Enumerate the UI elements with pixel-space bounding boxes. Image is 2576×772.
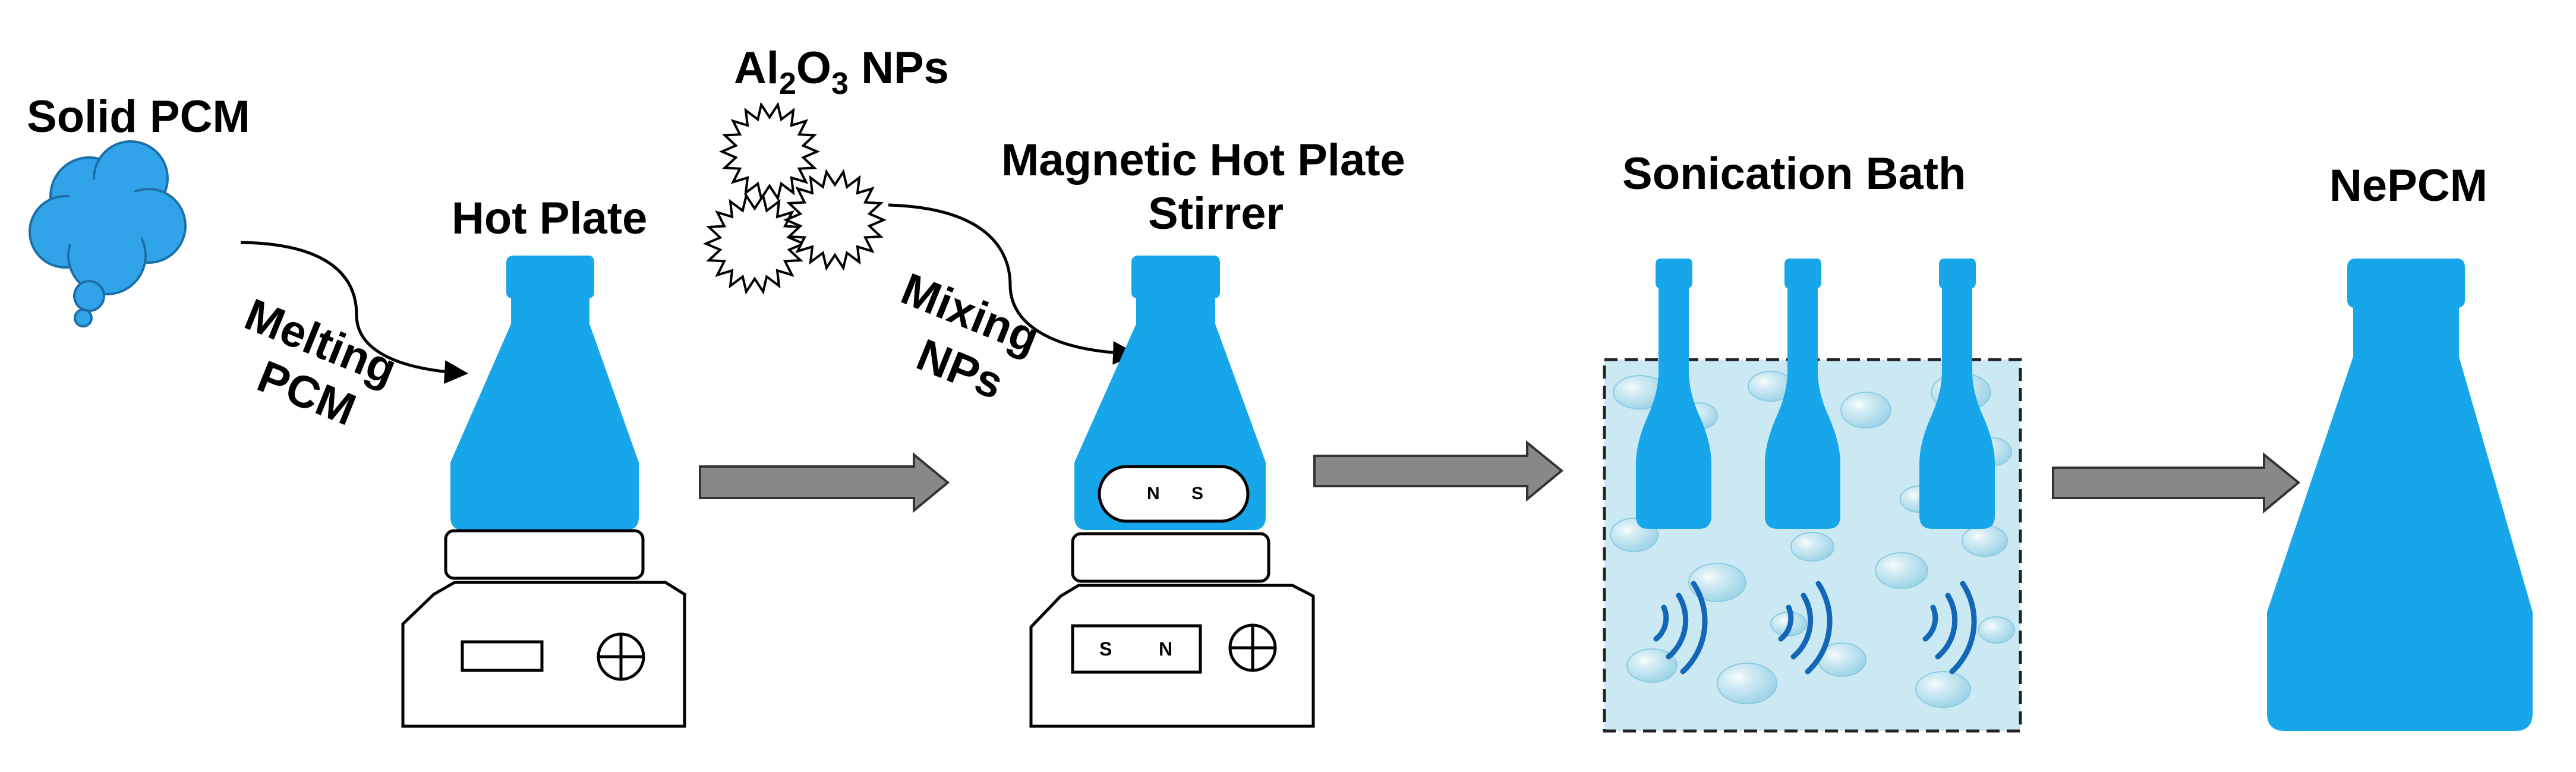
- nanoparticles-group: Al2O3 NPs Mixing NPs: [702, 43, 1137, 409]
- stirrer-flask: [1074, 256, 1266, 530]
- nanoparticles-label: Al2O3 NPs: [734, 43, 949, 101]
- nanoparticle-starburst-icon: [718, 102, 821, 201]
- hot-plate-display: [461, 640, 544, 672]
- crosshair-circle-icon: [597, 632, 645, 681]
- hot-plate-pad: [444, 529, 645, 580]
- stir-bar-n: N: [1147, 484, 1160, 503]
- sonication-tube-3: [1919, 259, 1995, 529]
- magnetic-stirrer-label-line1: Magnetic Hot Plate: [1001, 135, 1405, 185]
- process-arrow-3: [2052, 452, 2301, 514]
- sound-wave-icon: [1922, 581, 1977, 675]
- magnetic-stirrer-stage: Magnetic Hot Plate Stirrer N S S N: [1001, 135, 1405, 728]
- hot-plate-stage: Hot Plate: [401, 193, 686, 728]
- solid-pcm-cloud-icon: [29, 140, 187, 327]
- sonication-tube-2: [1765, 259, 1840, 529]
- solid-pcm-stage: Solid PCM Melting PCM: [27, 92, 468, 436]
- stir-bar-s: S: [1191, 484, 1203, 503]
- nanoparticle-starburst-icon: [702, 193, 807, 295]
- magnetic-stirrer-label-line2: Stirrer: [1148, 188, 1284, 239]
- hot-plate-flask: [450, 256, 639, 530]
- nepcm-stage: NePCM: [2267, 160, 2533, 731]
- stirrer-base: S N: [1029, 584, 1315, 728]
- nepcm-flask: [2267, 259, 2533, 731]
- hot-plate-label: Hot Plate: [452, 193, 647, 244]
- sonication-label: Sonication Bath: [1622, 149, 1966, 199]
- hot-plate-base: [401, 581, 686, 728]
- base-magnet-n: N: [1159, 638, 1172, 660]
- mixing-arrow: [888, 203, 1137, 365]
- base-magnet: [1071, 624, 1202, 674]
- stirrer-pad: [1071, 532, 1270, 583]
- sonication-tube-1: [1636, 259, 1711, 529]
- process-arrow-2: [1313, 440, 1564, 502]
- nepcm-label: NePCM: [2329, 160, 2487, 211]
- process-arrow-1: [699, 452, 950, 513]
- sound-wave-icon: [1778, 581, 1833, 675]
- crosshair-circle-icon: [1228, 623, 1277, 672]
- sound-wave-icon: [1653, 581, 1708, 675]
- stir-bar-magnet: N S: [1098, 465, 1250, 523]
- solid-pcm-label: Solid PCM: [27, 92, 250, 142]
- nanoparticle-starburst-icon: [783, 169, 887, 271]
- melting-arrow: [240, 241, 468, 384]
- base-magnet-s: S: [1099, 638, 1112, 660]
- sonication-stage: Sonication Bath: [1603, 149, 2022, 733]
